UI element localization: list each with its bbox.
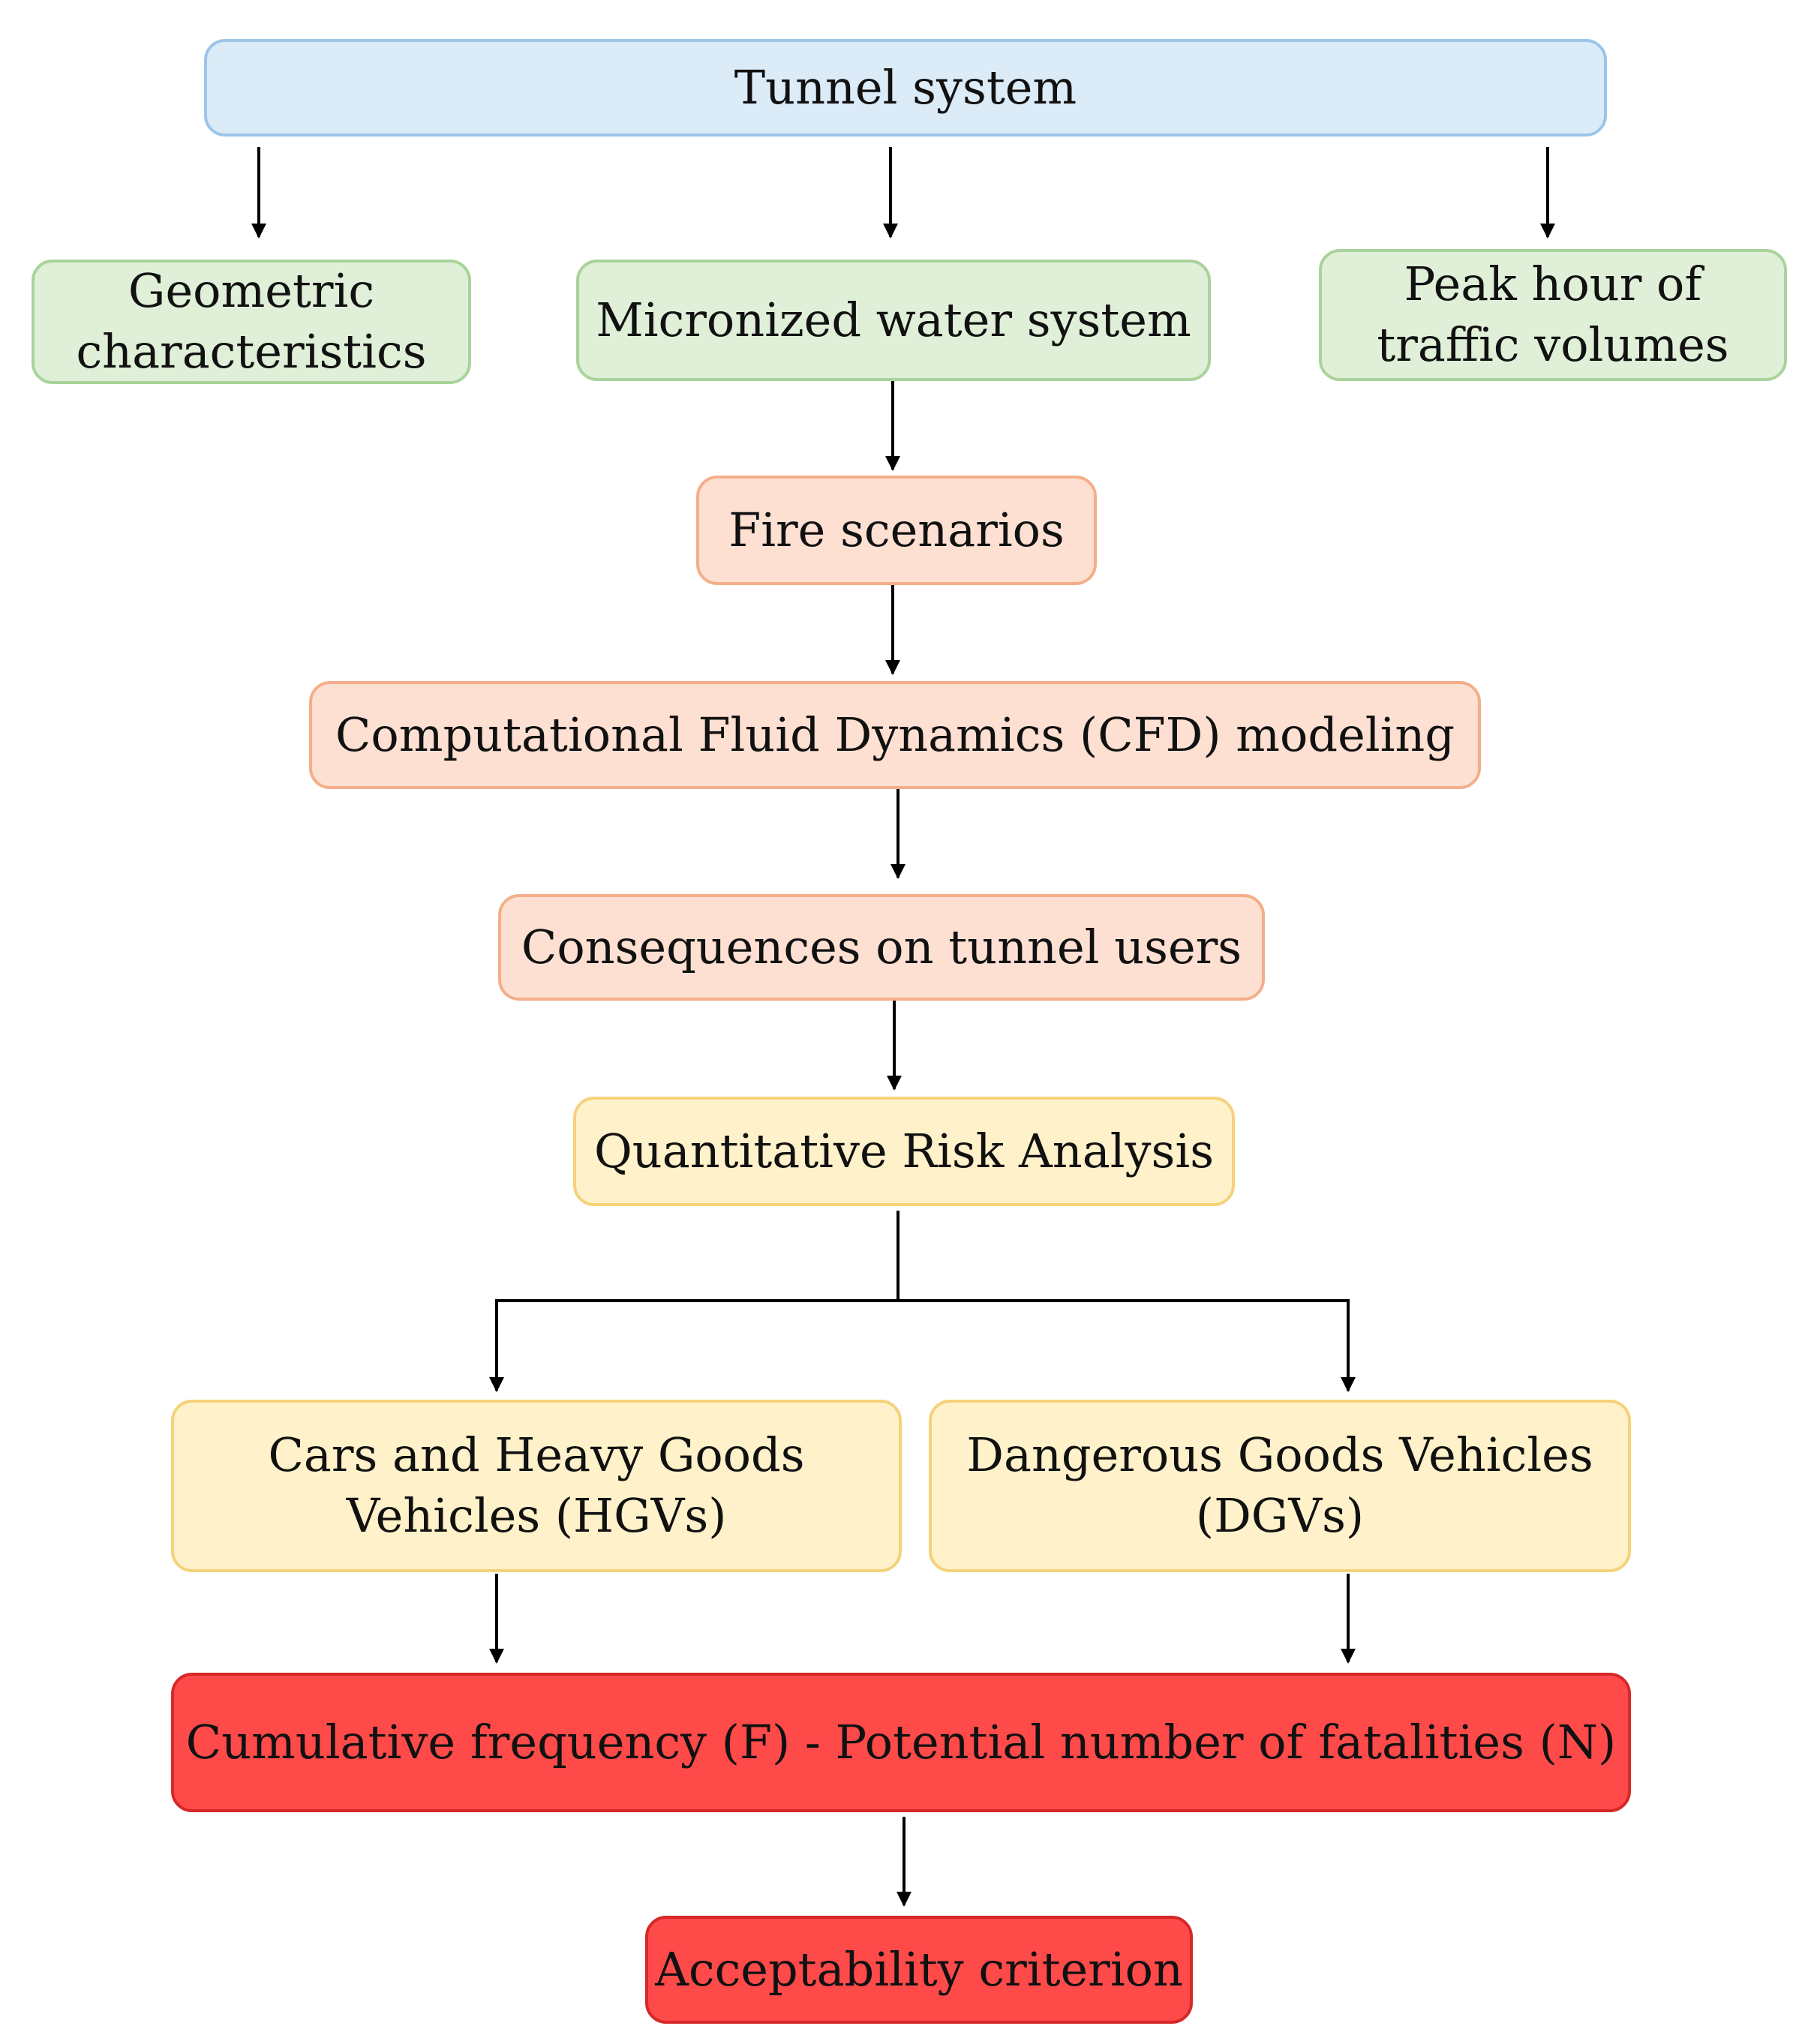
peak-hour-traffic-label: Peak hour of traffic volumes [1377, 257, 1729, 372]
geometric-characteristics-node: Geometric characteristics [32, 260, 471, 384]
dgv-node: Dangerous Goods Vehicles (DGVs) [929, 1400, 1631, 1572]
hgv-label: Cars and Heavy Goods Vehicles (HGVs) [268, 1427, 805, 1543]
micronized-water-system-node: Micronized water system [576, 260, 1211, 381]
cfd-modeling-node: Computational Fluid Dynamics (CFD) model… [309, 681, 1481, 789]
acceptability-criterion-label: Acceptability criterion [655, 1941, 1183, 1997]
fire-scenarios-label: Fire scenarios [728, 502, 1065, 557]
acceptability-criterion-node: Acceptability criterion [645, 1916, 1193, 2024]
hgv-node: Cars and Heavy Goods Vehicles (HGVs) [171, 1400, 902, 1572]
consequences-label: Consequences on tunnel users [521, 919, 1242, 974]
qra-node: Quantitative Risk Analysis [573, 1097, 1235, 1206]
tunnel-system-label: Tunnel system [734, 59, 1077, 115]
tunnel-system-node: Tunnel system [204, 39, 1607, 137]
fire-scenarios-node: Fire scenarios [696, 476, 1097, 585]
geometric-characteristics-label: Geometric characteristics [76, 263, 427, 379]
line-split-branch [495, 1299, 1350, 1391]
peak-hour-traffic-node: Peak hour of traffic volumes [1319, 249, 1787, 381]
qra-label: Quantitative Risk Analysis [593, 1123, 1215, 1178]
consequences-node: Consequences on tunnel users [498, 894, 1265, 1001]
micronized-water-system-label: Micronized water system [596, 292, 1191, 347]
cfd-modeling-label: Computational Fluid Dynamics (CFD) model… [335, 707, 1455, 762]
fn-curve-node: Cumulative frequency (F) - Potential num… [171, 1673, 1631, 1812]
fn-curve-label: Cumulative frequency (F) - Potential num… [185, 1714, 1617, 1769]
dgv-label: Dangerous Goods Vehicles (DGVs) [966, 1427, 1593, 1543]
